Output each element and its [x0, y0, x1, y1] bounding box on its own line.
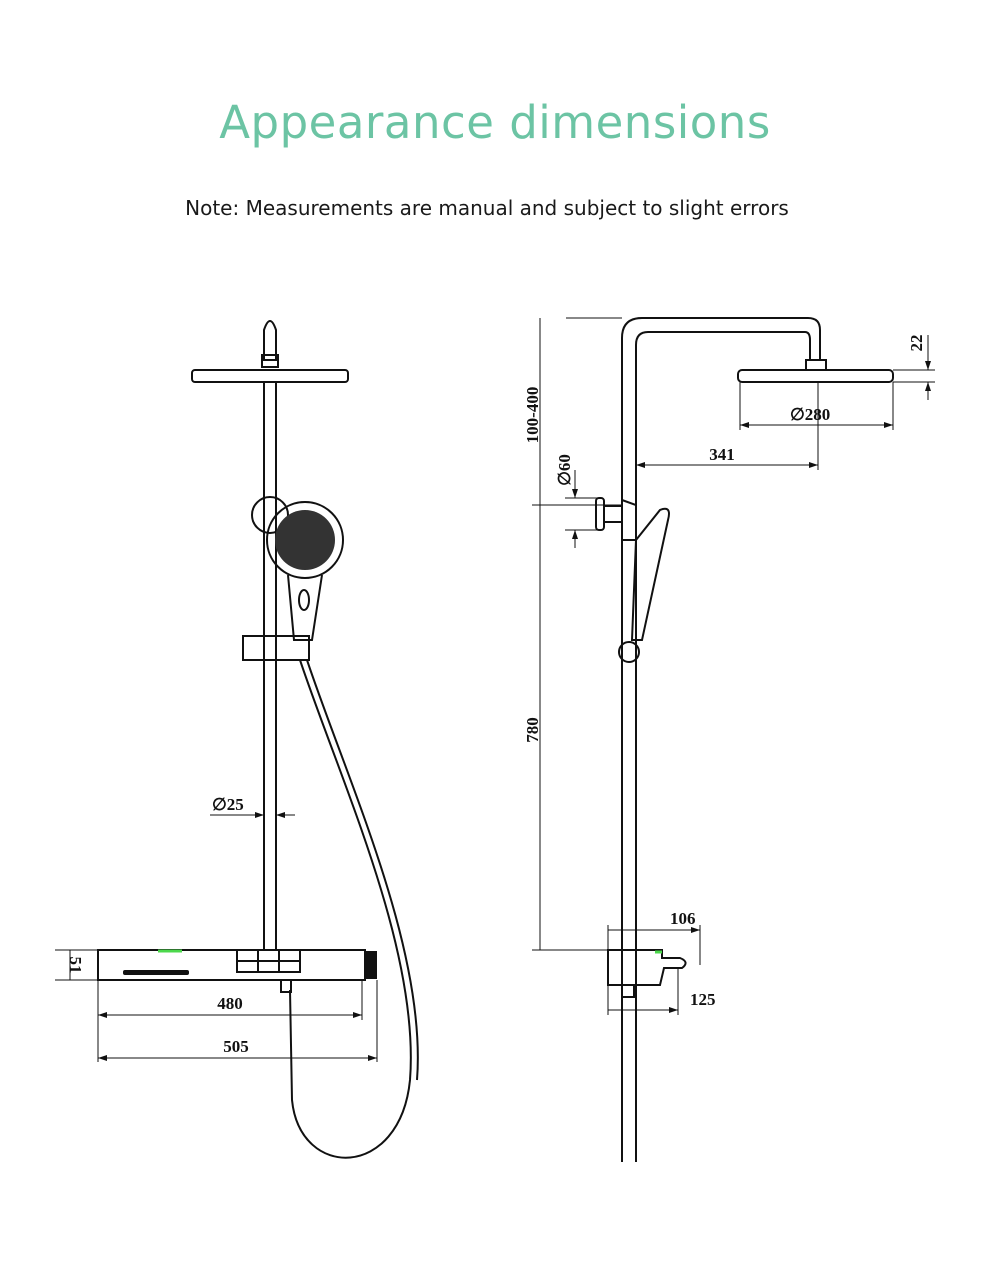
- hand-shower-handle: [287, 574, 323, 641]
- side-hand-shower: [630, 507, 670, 641]
- front-view: ∅25 51 480 505: [55, 320, 419, 1159]
- bar-length-label: 780: [523, 717, 542, 743]
- shelf-height-label: 51: [66, 957, 85, 974]
- hand-shower-head: [266, 501, 344, 579]
- spout-125-label: 125: [690, 990, 716, 1009]
- arm-range-label: 100-400: [523, 387, 542, 444]
- head-thickness-label: 22: [907, 335, 926, 352]
- page-title: Appearance dimensions: [219, 96, 771, 149]
- pole-top-cap: [263, 320, 277, 361]
- measurement-note: Note: Measurements are manual and subjec…: [185, 196, 789, 220]
- shower-arm-joint: [261, 354, 279, 368]
- shelf-slot: [123, 970, 189, 975]
- hand-shower-holder: [251, 496, 289, 534]
- rain-shower-head: [191, 369, 349, 383]
- arm-reach-label: 341: [709, 445, 735, 464]
- spout-106-label: 106: [670, 909, 696, 928]
- hose-outlet: [280, 979, 292, 993]
- bracket-diameter-label: ∅60: [555, 454, 574, 486]
- spray-face: [275, 510, 335, 570]
- side-view: 100-400 780 22 ∅280 341 ∅60 106 125: [523, 317, 935, 1162]
- wall-bracket: [595, 497, 605, 531]
- side-thermostat: [607, 949, 687, 986]
- shelf-width-label: 480: [217, 994, 243, 1013]
- handle-button: [298, 589, 310, 611]
- head-diameter-label: ∅280: [790, 405, 830, 424]
- slider-bracket: [242, 635, 310, 661]
- control-knob: [365, 951, 377, 979]
- total-width-label: 505: [223, 1037, 249, 1056]
- side-slider: [618, 641, 640, 663]
- thermostat-shelf: [97, 949, 366, 981]
- shower-hose: [289, 659, 412, 1159]
- side-pole-arm: [621, 317, 821, 1162]
- pole-diameter-label: ∅25: [212, 795, 244, 814]
- side-rain-head: [737, 369, 894, 383]
- shower-pole: [263, 381, 277, 951]
